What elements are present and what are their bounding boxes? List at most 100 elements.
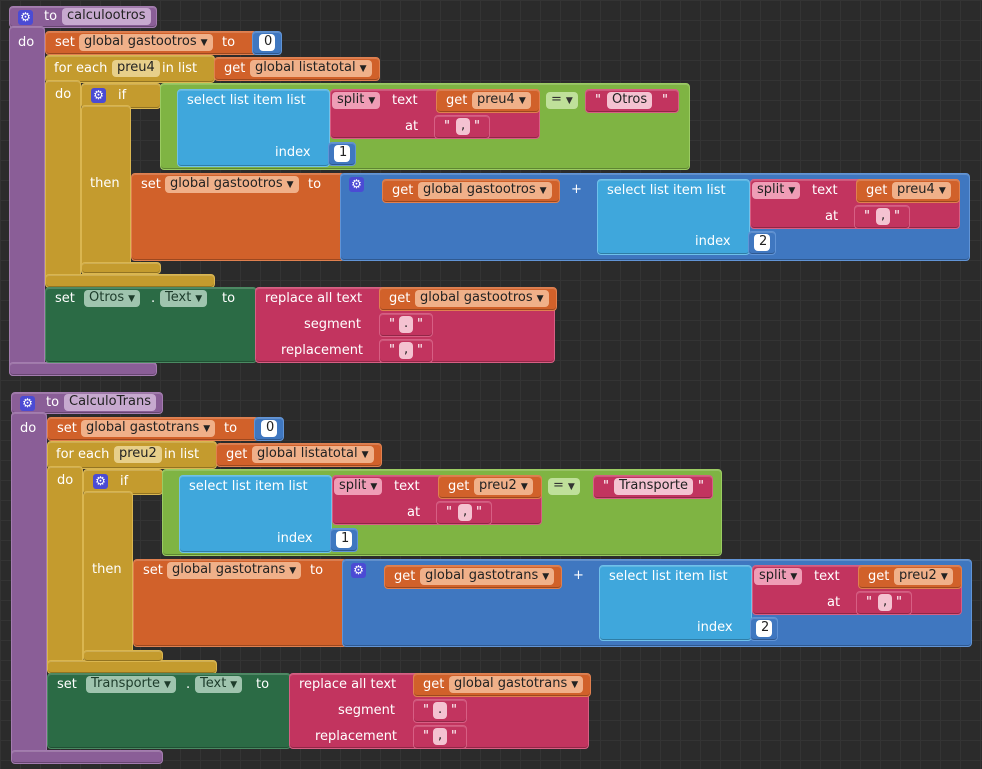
- segment-field[interactable]: .: [433, 702, 447, 719]
- separator-field[interactable]: ,: [878, 594, 892, 611]
- quote-close: ": [474, 119, 480, 134]
- gear-icon[interactable]: ⚙: [93, 474, 108, 489]
- variable-dropdown[interactable]: global gastootros▼: [418, 182, 552, 199]
- component-dropdown[interactable]: Otros▼: [84, 290, 141, 307]
- separator-field[interactable]: ,: [876, 208, 890, 225]
- replacement-field[interactable]: ,: [399, 342, 413, 359]
- select-list-item-block[interactable]: [179, 475, 332, 553]
- procedure-body: [9, 26, 45, 376]
- replacement-field[interactable]: ,: [433, 728, 447, 745]
- split-dropdown[interactable]: split▼: [754, 568, 803, 585]
- chevron-down-icon: ▼: [790, 572, 798, 582]
- variable-dropdown[interactable]: global gastotrans▼: [81, 420, 216, 437]
- procedure-calculotrans[interactable]: ⚙ to CalculoTrans do set global gastotra…: [2, 386, 982, 769]
- gear-icon[interactable]: ⚙: [351, 563, 366, 578]
- quote-close: ": [662, 93, 668, 108]
- chevron-down-icon: ▼: [128, 294, 136, 304]
- split-dropdown[interactable]: split▼: [332, 92, 381, 109]
- split-dropdown[interactable]: split▼: [752, 182, 801, 199]
- segment-field[interactable]: .: [399, 316, 413, 333]
- variable-dropdown[interactable]: global gastootros▼: [79, 34, 213, 51]
- get-keyword: get: [392, 183, 414, 198]
- number-field[interactable]: 0: [261, 420, 277, 437]
- get-keyword: get: [423, 677, 445, 692]
- set-component-block[interactable]: [45, 287, 257, 363]
- separator-field[interactable]: ,: [456, 118, 470, 135]
- quote-close: ": [894, 209, 900, 224]
- at-keyword: at: [827, 595, 841, 610]
- index-field[interactable]: 1: [336, 531, 352, 548]
- property-dropdown[interactable]: Text▼: [195, 676, 243, 693]
- select-list-item-label: select list item list: [189, 479, 308, 494]
- chevron-down-icon: ▼: [520, 482, 528, 492]
- select-list-item-label: select list item list: [607, 183, 726, 198]
- gear-icon[interactable]: ⚙: [18, 10, 33, 25]
- select-list-item-block[interactable]: [177, 89, 330, 167]
- if-footer: [83, 650, 163, 662]
- to-keyword: to: [222, 291, 236, 306]
- list-variable-dropdown[interactable]: global listatotal▼: [250, 60, 372, 77]
- replace-all-label: replace all text: [299, 677, 397, 692]
- loop-variable-field[interactable]: preu2: [114, 446, 162, 463]
- inlist-keyword: in list: [162, 61, 198, 76]
- to-keyword: to: [222, 35, 236, 50]
- variable-dropdown[interactable]: global gastotrans▼: [420, 568, 555, 585]
- select-list-item-label: select list item list: [187, 93, 306, 108]
- operator-dropdown[interactable]: =▼: [546, 92, 578, 109]
- chevron-down-icon: ▼: [359, 64, 367, 74]
- item-variable-dropdown[interactable]: preu2▼: [474, 478, 533, 495]
- item-variable-dropdown[interactable]: preu4▼: [472, 92, 531, 109]
- quote-open: ": [864, 209, 870, 224]
- variable-dropdown[interactable]: global gastotrans▼: [449, 676, 584, 693]
- chevron-down-icon: ▼: [518, 96, 526, 106]
- replacement-keyword: replacement: [281, 343, 364, 358]
- gear-icon[interactable]: ⚙: [349, 177, 364, 192]
- set-keyword: set: [141, 177, 161, 192]
- operator-dropdown[interactable]: =▼: [548, 478, 580, 495]
- index-field[interactable]: 1: [334, 145, 350, 162]
- to-keyword: to: [310, 563, 324, 578]
- set-keyword: set: [57, 677, 77, 692]
- number-field[interactable]: 0: [259, 34, 275, 51]
- foreach-keyword: for each: [54, 61, 108, 76]
- select-list-item-block[interactable]: [599, 565, 752, 641]
- index-field[interactable]: 2: [754, 234, 770, 251]
- procedure-name-field[interactable]: CalculoTrans: [64, 394, 156, 411]
- procedure-name-field[interactable]: calculootros: [62, 8, 151, 25]
- to-keyword: to: [46, 395, 60, 410]
- separator-field[interactable]: ,: [458, 504, 472, 521]
- chevron-down-icon: ▼: [200, 38, 208, 48]
- chevron-down-icon: ▼: [567, 482, 575, 492]
- item-variable-dropdown[interactable]: preu4▼: [892, 182, 951, 199]
- chevron-down-icon: ▼: [289, 566, 297, 576]
- select-list-item-block[interactable]: [597, 179, 750, 255]
- text-keyword: text: [814, 569, 840, 584]
- chevron-down-icon: ▼: [542, 572, 550, 582]
- property-dropdown[interactable]: Text▼: [160, 290, 208, 307]
- dot-separator: .: [186, 677, 191, 692]
- variable-dropdown[interactable]: global gastootros▼: [165, 176, 299, 193]
- chevron-down-icon: ▼: [361, 450, 369, 460]
- compare-string-field[interactable]: Transporte: [614, 478, 693, 495]
- compare-string-field[interactable]: Otros: [607, 92, 653, 109]
- loop-variable-field[interactable]: preu4: [112, 60, 160, 77]
- foreach-footer: [47, 660, 217, 674]
- gear-icon[interactable]: ⚙: [91, 88, 106, 103]
- index-field[interactable]: 2: [756, 620, 772, 637]
- chevron-down-icon: ▼: [940, 572, 948, 582]
- list-variable-dropdown[interactable]: global listatotal▼: [252, 446, 374, 463]
- component-dropdown[interactable]: Transporte▼: [86, 676, 176, 693]
- index-keyword: index: [277, 531, 313, 546]
- segment-keyword: segment: [304, 317, 362, 332]
- index-keyword: index: [275, 145, 311, 160]
- quote-close: ": [417, 317, 423, 332]
- split-dropdown[interactable]: split▼: [334, 478, 383, 495]
- variable-dropdown[interactable]: global gastootros▼: [415, 290, 549, 307]
- at-keyword: at: [405, 119, 419, 134]
- gear-icon[interactable]: ⚙: [20, 396, 35, 411]
- quote-close: ": [896, 595, 902, 610]
- chevron-down-icon: ▼: [195, 294, 203, 304]
- do-keyword: do: [55, 87, 72, 102]
- variable-dropdown[interactable]: global gastotrans▼: [167, 562, 302, 579]
- item-variable-dropdown[interactable]: preu2▼: [894, 568, 953, 585]
